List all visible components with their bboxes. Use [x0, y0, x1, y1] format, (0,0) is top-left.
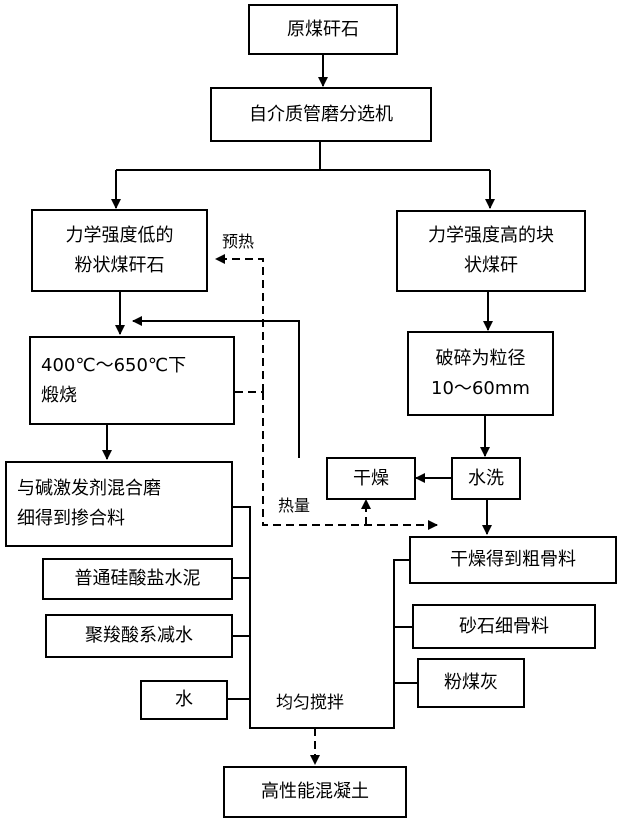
node-high-strength: 力学强度高的块 状煤矸	[396, 210, 586, 292]
node-cement: 普通硅酸盐水泥	[42, 558, 233, 600]
node-coarse: 干燥得到粗骨料	[409, 536, 617, 584]
label-stir: 均匀搅拌	[276, 688, 344, 713]
node-raw: 原煤矸石	[248, 4, 398, 55]
label-preheat: 预热	[222, 228, 254, 252]
node-flyash: 粉煤灰	[417, 658, 525, 708]
node-reducer: 聚羧酸系减水	[45, 614, 233, 658]
node-calcine: 400℃～650℃下 煅烧	[29, 336, 235, 425]
node-dry: 干燥	[326, 457, 416, 500]
node-water: 水	[140, 680, 228, 720]
node-concrete: 高性能混凝土	[223, 766, 407, 818]
node-grind: 与碱激发剂混合磨 细得到掺合料	[5, 461, 233, 547]
node-low-strength: 力学强度低的 粉状煤矸石	[31, 209, 208, 292]
node-fine: 砂石细骨料	[412, 604, 596, 649]
node-wash: 水洗	[451, 457, 521, 500]
node-separator: 自介质管磨分选机	[210, 87, 432, 142]
label-heat: 热量	[278, 492, 310, 516]
node-crush: 破碎为粒径 10～60mm	[407, 331, 554, 416]
